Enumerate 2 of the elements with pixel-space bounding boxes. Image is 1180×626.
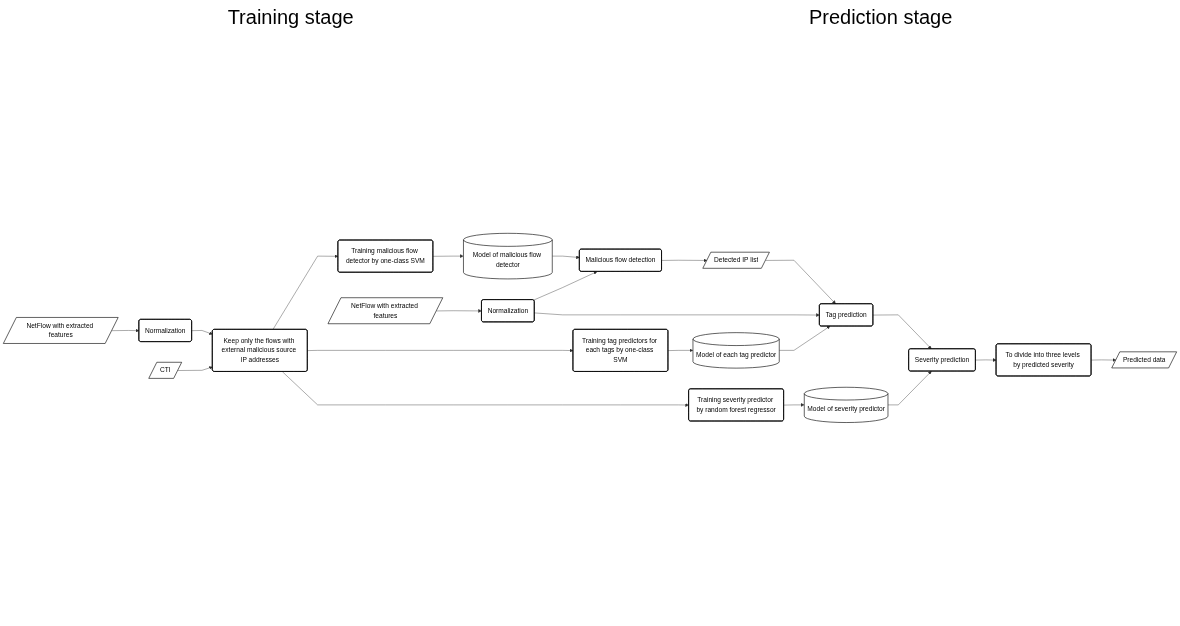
stage-heading: Prediction stage: [808, 5, 953, 29]
stage-heading: Training stage: [227, 5, 354, 29]
